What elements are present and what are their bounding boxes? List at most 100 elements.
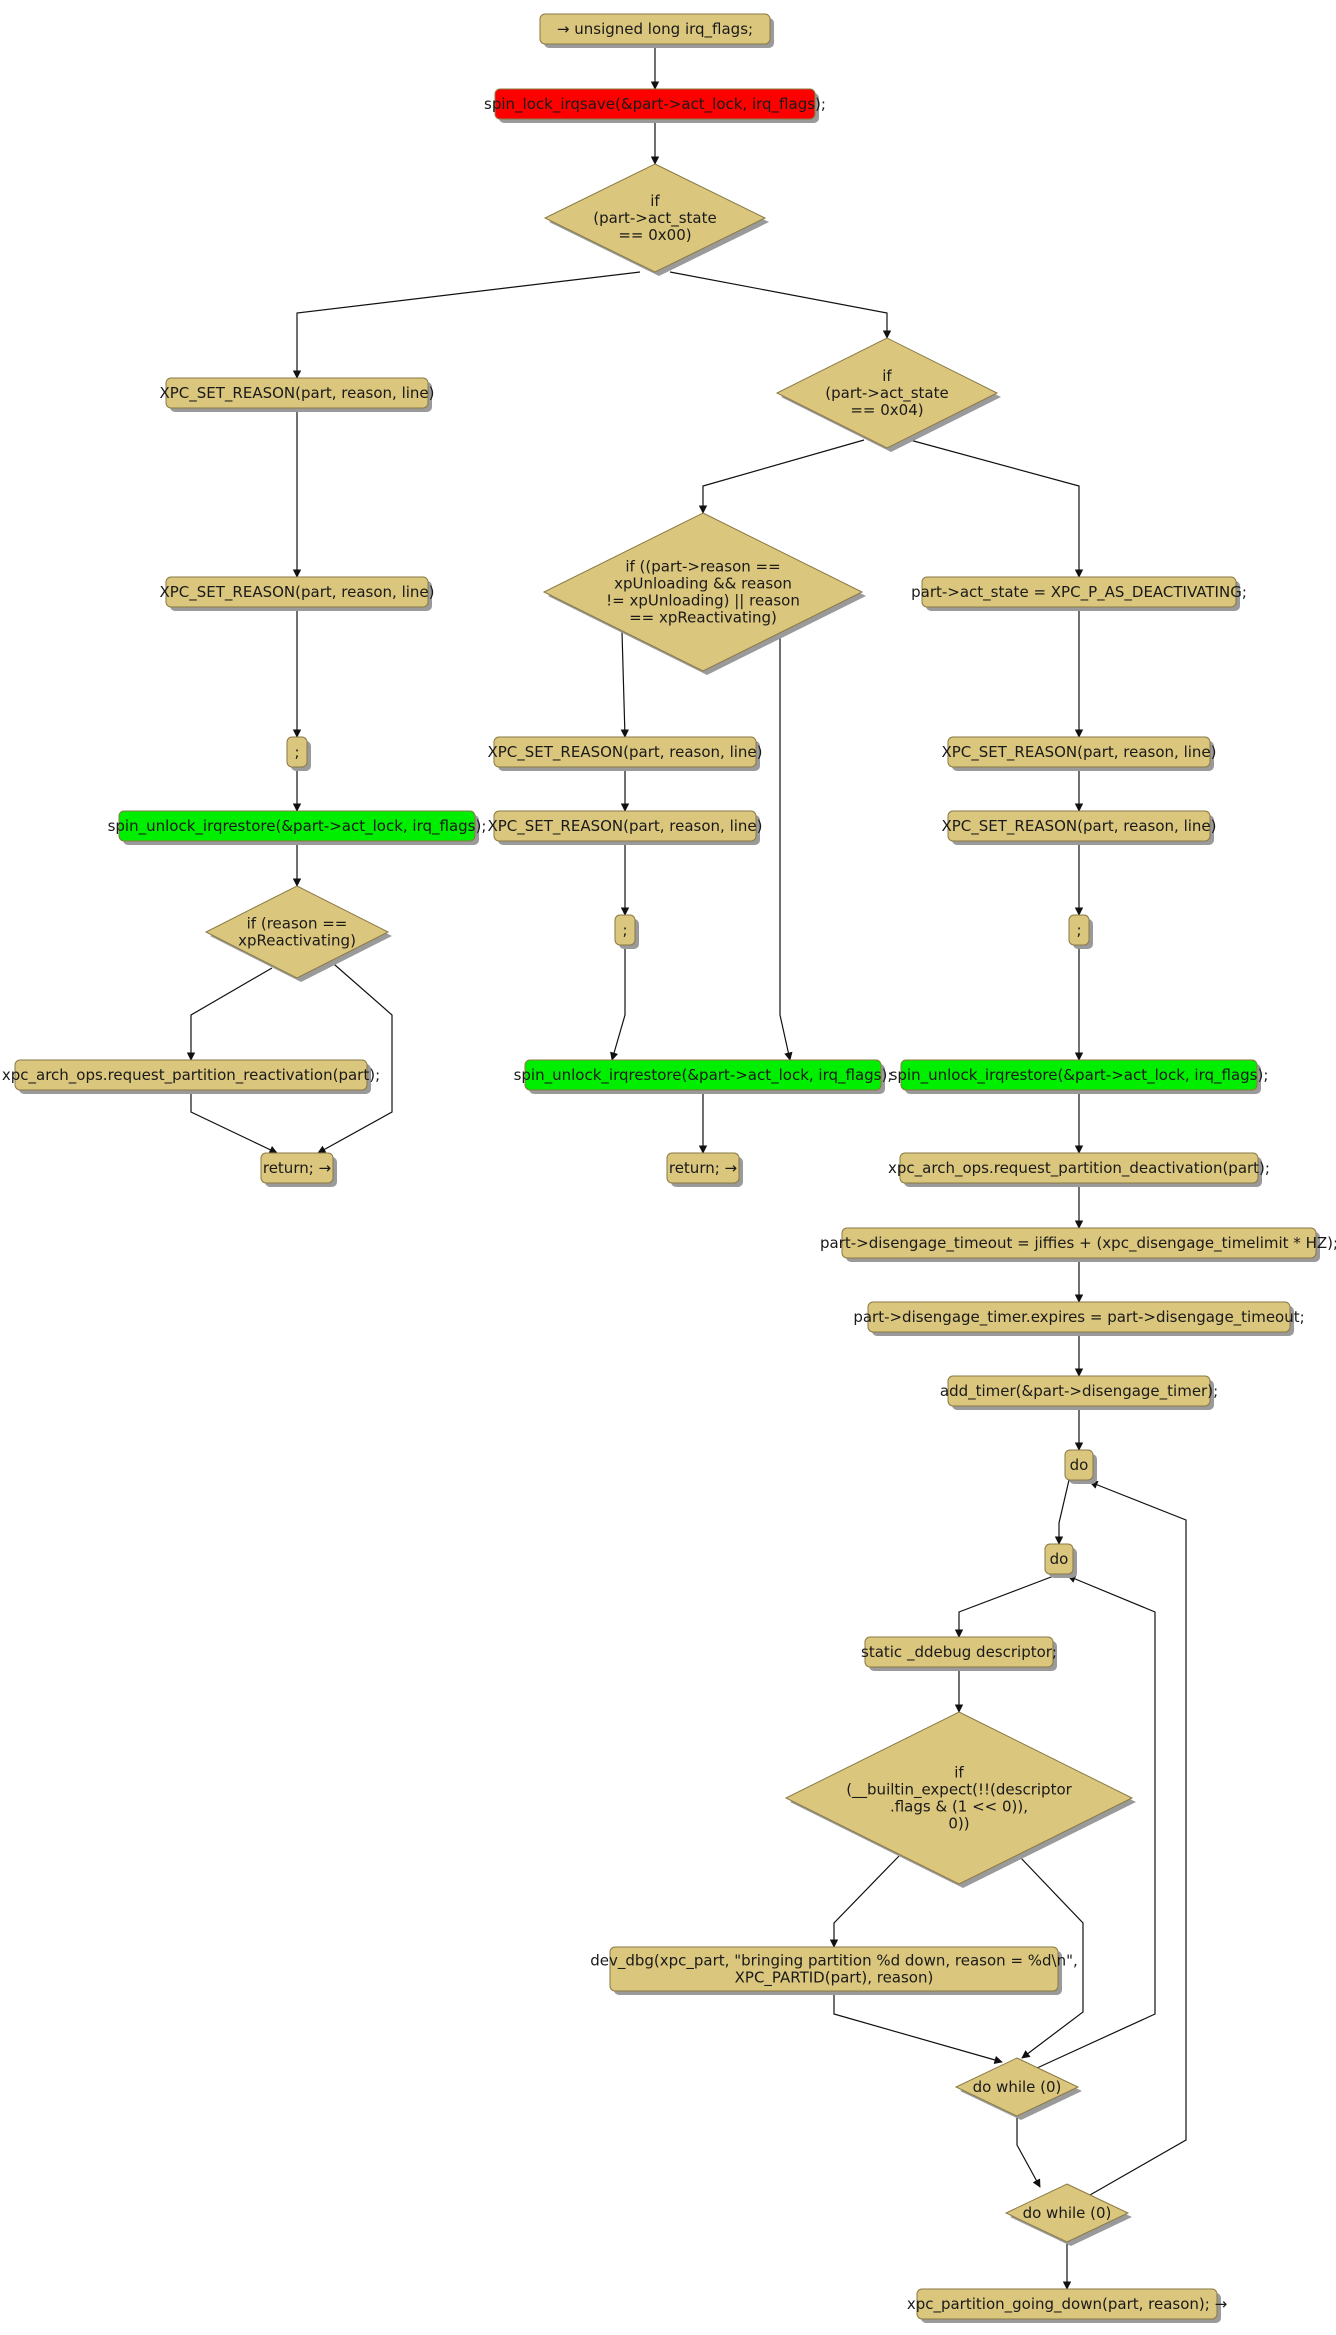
node-label: add_timer(&part->disengage_timer); [940, 1382, 1218, 1401]
flow-arrow [669, 271, 892, 339]
unlock-node: spin_unlock_irqrestore(&part->act_lock, … [514, 1059, 893, 1094]
statement-node: xpc_arch_ops.request_partition_deactivat… [888, 1152, 1270, 1187]
statement-node: do [1064, 1449, 1097, 1484]
node-label: dev_dbg(xpc_part, "bringing partition %d… [590, 1952, 1078, 1971]
statement-node: dev_dbg(xpc_part, "bringing partition %d… [590, 1946, 1078, 1995]
statement-shape [539, 13, 771, 45]
flowchart-nodes: → unsigned long irq_flags; spin_lock_irqs… [2, 13, 1336, 2323]
flow-arrow [1089, 1480, 1187, 2196]
statement-shape [916, 2288, 1218, 2320]
flow-arrow [186, 967, 273, 1061]
decision-node: if(__builtin_expect(!!(descriptor.flags … [784, 1711, 1136, 1888]
statement-node: XPC_SET_REASON(part, reason, line) [487, 736, 763, 771]
node-label: if [882, 367, 892, 385]
node-label: part->disengage_timeout = jiffies + (xpc… [820, 1234, 1336, 1253]
node-label: part->disengage_timer.expires = part->di… [853, 1308, 1304, 1327]
node-label: do [1070, 1456, 1089, 1474]
node-label: static _ddebug descriptor; [861, 1643, 1057, 1662]
node-label: do while (0) [973, 2078, 1062, 2096]
node-label: == xpReactivating) [629, 609, 777, 627]
flow-arrow [833, 1991, 1003, 2064]
node-label: 0)) [948, 1815, 969, 1833]
node-label: XPC_PARTID(part), reason) [735, 1969, 934, 1988]
statement-shape [165, 576, 429, 608]
statement-node: XPC_SET_REASON(part, reason, line) [487, 810, 763, 845]
node-label: xpReactivating) [238, 932, 356, 950]
node-label: XPC_SET_REASON(part, reason, line) [941, 743, 1216, 762]
flow-arrow [1036, 1575, 1156, 2069]
statement-node: XPC_SET_REASON(part, reason, line) [159, 576, 435, 611]
decision-shape [784, 1711, 1134, 1885]
statement-node: add_timer(&part->disengage_timer); [940, 1375, 1218, 1410]
unlock-node: spin_unlock_irqrestore(&part->act_lock, … [108, 810, 487, 845]
statement-node: static _ddebug descriptor; [861, 1636, 1057, 1671]
node-label: (__builtin_expect(!!(descriptor [846, 1781, 1072, 1800]
flow-arrow [909, 439, 1084, 578]
statement-node: XPC_SET_REASON(part, reason, line) [941, 736, 1217, 771]
node-label: XPC_SET_REASON(part, reason, line) [941, 817, 1216, 836]
statement-shape [841, 1227, 1317, 1259]
node-label: spin_unlock_irqrestore(&part->act_lock, … [514, 1066, 893, 1085]
node-label: if [954, 1764, 964, 1782]
statement-node: → unsigned long irq_flags; [539, 13, 774, 48]
statement-shape [14, 1059, 368, 1091]
node-label: != xpUnloading) || reason [606, 592, 800, 610]
node-label: return; → [263, 1159, 331, 1177]
flow-arrow [1018, 1855, 1084, 2059]
flow-arrow [610, 945, 626, 1061]
statement-node: XPC_SET_REASON(part, reason, line) [159, 377, 435, 412]
flow-arrow [779, 632, 793, 1061]
node-label: XPC_SET_REASON(part, reason, line) [159, 384, 434, 403]
statement-node: xpc_partition_going_down(part, reason); … [907, 2288, 1227, 2323]
node-label: == 0x04) [850, 401, 923, 419]
decision-node: if(part->act_state== 0x00) [543, 163, 769, 276]
node-label: if [650, 192, 660, 210]
decision-node: if(part->act_state== 0x04) [775, 337, 1001, 452]
statement-shape [609, 1946, 1059, 1992]
statement-shape [900, 1059, 1258, 1091]
statement-shape [493, 736, 757, 768]
statement-node: XPC_SET_REASON(part, reason, line) [941, 810, 1217, 845]
statement-node: ; [614, 914, 639, 949]
statement-shape [867, 1301, 1291, 1333]
decision-shape [204, 885, 390, 979]
statement-shape [118, 810, 476, 842]
node-label: do while (0) [1023, 2204, 1112, 2222]
statement-node: part->act_state = XPC_P_AS_DEACTIVATING; [911, 576, 1247, 611]
statement-shape [1044, 1543, 1074, 1575]
statement-node: part->disengage_timeout = jiffies + (xpc… [820, 1227, 1336, 1262]
statement-shape [614, 914, 636, 946]
statement-shape [493, 810, 757, 842]
statement-shape [1064, 1449, 1094, 1481]
node-label: spin_unlock_irqrestore(&part->act_lock, … [108, 817, 487, 836]
statement-shape [524, 1059, 882, 1091]
flowchart-edges [186, 44, 1187, 2290]
node-label: ; [1076, 921, 1081, 939]
node-label: ; [294, 743, 299, 761]
flow-arrow [1016, 2116, 1041, 2188]
flow-arrow [698, 439, 865, 514]
statement-node: ; [1068, 914, 1093, 949]
decision-shape [1004, 2183, 1130, 2243]
node-label: (part->act_state [825, 384, 948, 403]
statement-shape [1068, 914, 1090, 946]
node-label: do [1050, 1550, 1069, 1568]
decision-node: if (reason ==xpReactivating) [204, 885, 392, 982]
statement-shape [666, 1152, 740, 1184]
node-label: xpUnloading && reason [614, 575, 792, 593]
statement-shape [165, 377, 429, 409]
statement-node: return; → [666, 1152, 743, 1187]
statement-shape [899, 1152, 1259, 1184]
node-label: (part->act_state [593, 209, 716, 228]
node-label: spin_lock_irqsave(&part->act_lock, irq_f… [484, 95, 826, 114]
node-label: return; → [669, 1159, 737, 1177]
lock-node: spin_lock_irqsave(&part->act_lock, irq_f… [484, 88, 826, 123]
statement-shape [947, 1375, 1211, 1407]
statement-node: do [1044, 1543, 1077, 1578]
node-label: .flags & (1 << 0)), [890, 1798, 1028, 1816]
node-label: XPC_SET_REASON(part, reason, line) [487, 743, 762, 762]
statement-shape [494, 88, 816, 120]
flow-arrow [317, 957, 393, 1154]
unlock-node: spin_unlock_irqrestore(&part->act_lock, … [890, 1059, 1268, 1094]
